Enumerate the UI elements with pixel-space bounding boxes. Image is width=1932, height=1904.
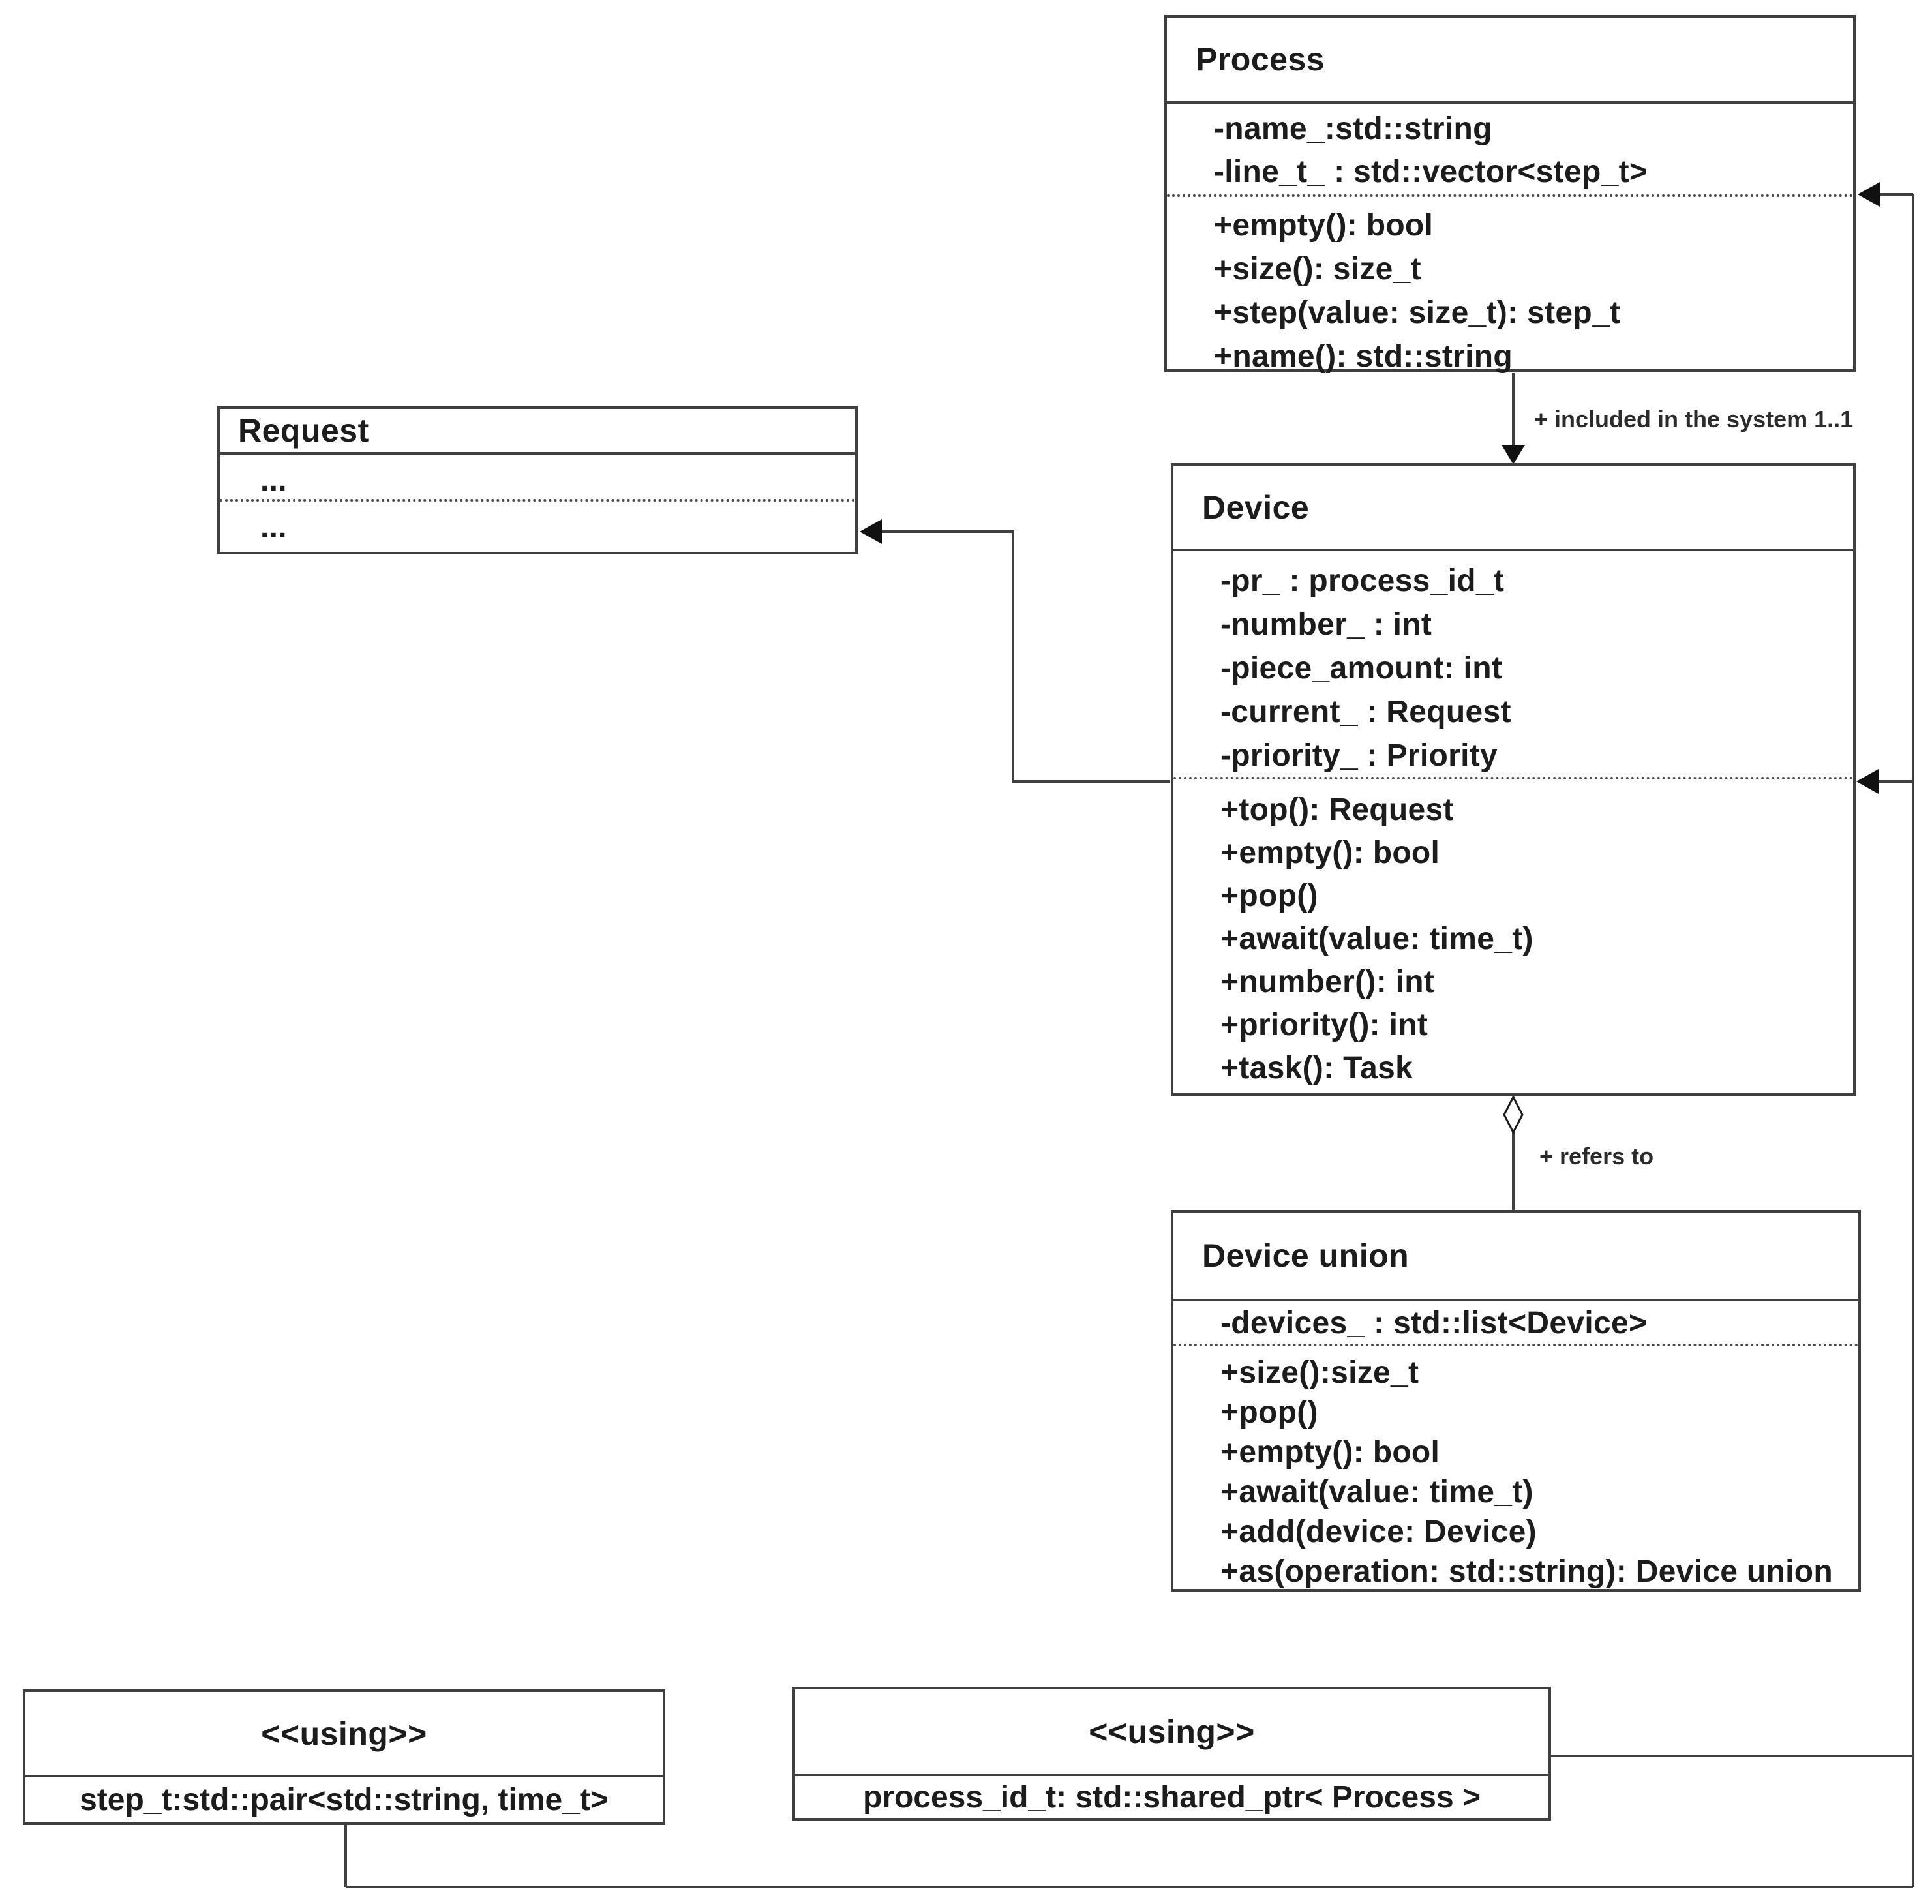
- edge-device-to-request: [881, 530, 1170, 783]
- arrowhead-into-device-divider: [1856, 769, 1879, 794]
- class-title: Device union: [1173, 1213, 1858, 1301]
- class-title: Process: [1167, 18, 1853, 104]
- class-title: Device: [1173, 466, 1853, 551]
- method-row: +number(): int: [1220, 965, 1435, 999]
- using-box-process-id-t: <<using>> process_id_t: std::shared_ptr<…: [792, 1687, 1551, 1821]
- class-box-device-union: Device union -devices_ : std::list<Devic…: [1171, 1210, 1861, 1592]
- method-row: +step(value: size_t): step_t: [1214, 295, 1621, 330]
- using-body: step_t:std::pair<std::string, time_t>: [80, 1783, 609, 1817]
- stereotype-title: <<using>>: [795, 1689, 1548, 1776]
- method-row: +as(operation: std::string): Device unio…: [1220, 1554, 1834, 1589]
- methods-section: ...: [220, 502, 855, 545]
- method-row: +pop(): [1220, 879, 1318, 913]
- edge-label-refers-to: + refers to: [1539, 1143, 1654, 1170]
- class-box-device: Device -pr_ : process_id_t -number_ : int…: [1171, 463, 1856, 1096]
- method-row: +await(value: time_t): [1220, 922, 1533, 956]
- attribute-row: ...: [260, 463, 287, 498]
- method-row: ...: [260, 510, 287, 545]
- attributes-section: -pr_ : process_id_t -number_ : int -piece_…: [1173, 551, 1853, 779]
- attribute-row: -current_ : Request: [1220, 695, 1511, 729]
- class-title: Request: [220, 409, 855, 455]
- attribute-row: -devices_ : std::list<Device>: [1220, 1306, 1648, 1340]
- attributes-section: -devices_ : std::list<Device>: [1173, 1301, 1858, 1346]
- arrowhead-into-device-top: [1502, 445, 1525, 464]
- class-box-process: Process -name_:std::string-line_t_ : std…: [1164, 15, 1856, 374]
- method-row: +add(device: Device): [1220, 1515, 1537, 1549]
- aggregation-diamond: [1503, 1095, 1524, 1135]
- class-box-request: Request ... ...: [217, 406, 858, 554]
- method-row: +name(): std::string: [1214, 339, 1513, 374]
- arrowhead-into-request: [860, 519, 882, 544]
- stereotype-title: <<using>>: [25, 1692, 663, 1777]
- methods-section: +size():size_t +pop() +empty(): bool +await…: [1173, 1346, 1858, 1592]
- method-row: +pop(): [1220, 1395, 1318, 1430]
- arrowhead-into-process-divider: [1858, 182, 1880, 207]
- attributes-section: ...: [220, 455, 855, 502]
- method-row: +empty(): bool: [1214, 208, 1434, 243]
- attribute-row: -piece_amount: int: [1220, 651, 1503, 686]
- methods-section: +top(): Request +empty(): bool +pop() +awai…: [1173, 779, 1853, 1090]
- method-row: +size():size_t: [1220, 1355, 1419, 1390]
- method-row: +empty(): bool: [1220, 836, 1440, 870]
- attribute-row: -priority_ : Priority: [1220, 738, 1498, 773]
- attribute-row: -number_ : int: [1220, 607, 1432, 642]
- using-box-step-t: <<using>> step_t:std::pair<std::string, …: [23, 1689, 665, 1825]
- method-row: +priority(): int: [1220, 1008, 1428, 1042]
- attribute-row: -pr_ : process_id_t: [1220, 564, 1505, 598]
- edge-label-included-in-system: + included in the system 1..1: [1534, 406, 1854, 432]
- methods-section: +empty(): bool +size(): size_t +step(value…: [1167, 197, 1853, 378]
- method-row: +await(value: time_t): [1220, 1475, 1533, 1509]
- method-row: +size(): size_t: [1214, 252, 1421, 286]
- method-row: +top(): Request: [1220, 793, 1454, 827]
- method-row: +empty(): bool: [1220, 1435, 1440, 1470]
- attribute-row: -line_t_ : std::vector<step_t>: [1214, 155, 1648, 189]
- using-body: process_id_t: std::shared_ptr< Process >: [862, 1779, 1481, 1815]
- attributes-section: -name_:std::string-line_t_ : std::vector…: [1167, 104, 1853, 197]
- attribute-row: -name_:std::string: [1214, 112, 1492, 146]
- method-row: +task(): Task: [1220, 1051, 1413, 1085]
